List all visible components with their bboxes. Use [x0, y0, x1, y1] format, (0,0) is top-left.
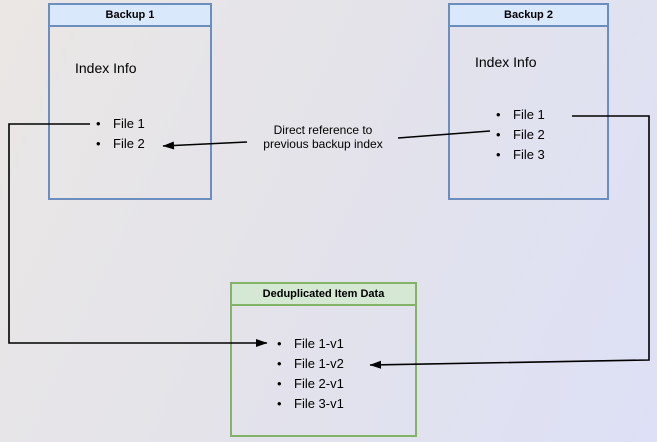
list-item: File 1-v1 — [277, 334, 344, 354]
backup1-file-list: File 1 File 2 — [96, 114, 145, 154]
backup2-file-list: File 1 File 2 File 3 — [496, 105, 545, 165]
backup1-title: Backup 1 — [50, 5, 210, 27]
dedup-box: Deduplicated Item Data File 1-v1 File 1-… — [230, 282, 417, 437]
list-item: File 2 — [496, 125, 545, 145]
backup1-index-info-label: Index Info — [75, 60, 137, 76]
list-item: File 1 — [96, 114, 145, 134]
backup2-box: Backup 2 Index Info File 1 File 2 File 3 — [448, 3, 609, 200]
list-item: File 2-v1 — [277, 374, 344, 394]
backup2-title: Backup 2 — [450, 5, 607, 27]
direct-reference-label-line1: Direct reference to — [273, 123, 373, 137]
backup1-box: Backup 1 Index Info File 1 File 2 — [48, 3, 212, 200]
list-item: File 3 — [496, 145, 545, 165]
dedup-file-list: File 1-v1 File 1-v2 File 2-v1 File 3-v1 — [277, 334, 344, 414]
backup2-index-info-label: Index Info — [475, 54, 537, 70]
list-item: File 1 — [496, 105, 545, 125]
dedup-title: Deduplicated Item Data — [232, 284, 415, 306]
list-item: File 1-v2 — [277, 354, 344, 374]
direct-reference-label: Direct reference to previous backup inde… — [235, 123, 411, 151]
direct-reference-label-line2: previous backup index — [263, 137, 383, 151]
list-item: File 2 — [96, 134, 145, 154]
list-item: File 3-v1 — [277, 394, 344, 414]
